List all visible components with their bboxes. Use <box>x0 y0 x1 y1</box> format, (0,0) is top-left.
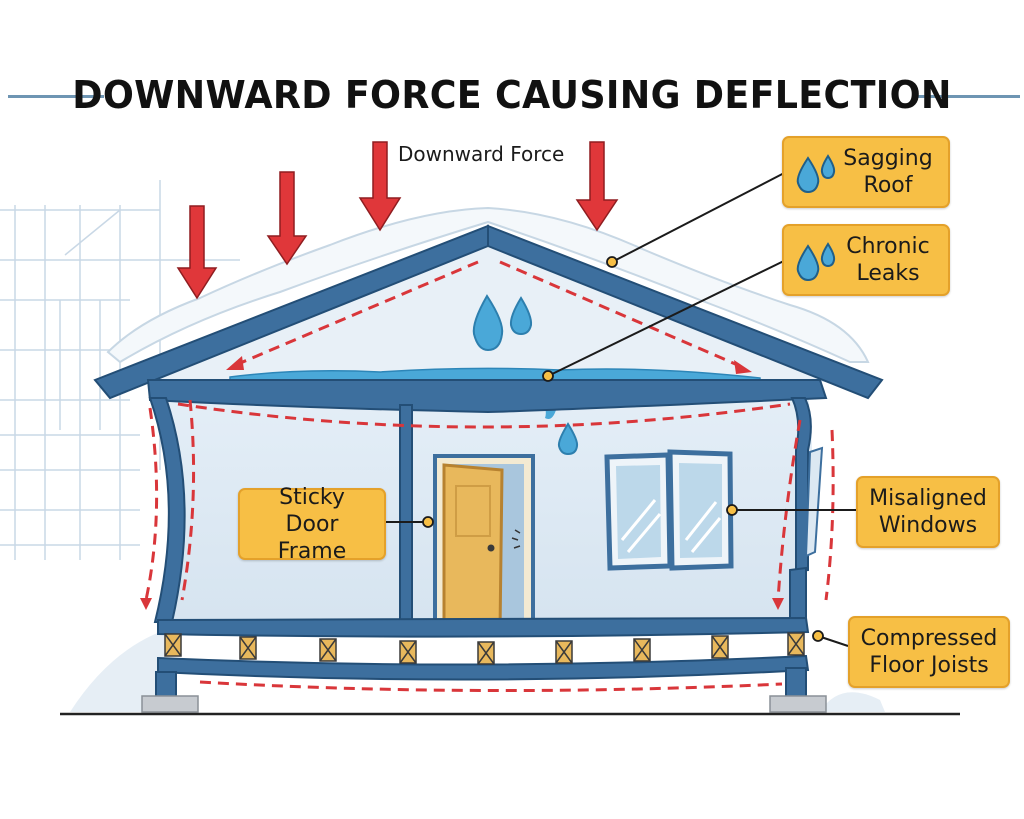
callout-label: Misaligned Windows <box>869 486 987 538</box>
roof-rafter-right <box>487 224 884 400</box>
callout-compressed-floor-joists: Compressed Floor Joists <box>848 616 1010 688</box>
callout-label: Compressed Floor Joists <box>860 626 998 678</box>
title-row: DOWNWARD FORCE CAUSING DEFLECTION <box>0 62 1024 132</box>
title-rule-right <box>914 95 1020 98</box>
right-wall-post-lower <box>789 566 807 623</box>
callout-label: Chronic Leaks <box>846 234 930 286</box>
ground-mound <box>70 630 165 712</box>
left-footing <box>141 695 199 713</box>
right-wall-crack-upper <box>804 446 824 558</box>
force-label: Downward Force <box>398 142 565 166</box>
callout-sticky-door-frame: Sticky Door Frame <box>238 485 386 564</box>
deflection-arrowheads <box>140 356 784 610</box>
right-pier <box>785 667 807 699</box>
down-arrow-icon <box>176 141 619 300</box>
callout-chronic-leaks: Chronic Leaks <box>782 224 950 296</box>
water-drops-icon <box>796 242 836 282</box>
floor-beam-bottom <box>157 654 810 681</box>
callout-misaligned-windows: Misaligned Windows <box>856 476 1000 548</box>
floor-joists <box>164 632 805 665</box>
callout-label: Sticky Door Frame <box>277 484 347 564</box>
windows <box>604 449 734 571</box>
door <box>433 454 535 636</box>
background-grid <box>0 180 240 560</box>
ground-mound-right <box>820 692 885 712</box>
page-title: DOWNWARD FORCE CAUSING DEFLECTION <box>72 73 952 117</box>
title-rule-left <box>8 95 104 98</box>
leader-dots <box>422 256 824 642</box>
right-footing <box>769 695 827 713</box>
leader-lines <box>382 169 856 647</box>
water-drops-icon <box>472 294 579 456</box>
left-pier <box>155 671 177 699</box>
roof-snow <box>106 206 870 364</box>
floor-beam-top <box>157 616 810 638</box>
water-drops-icon <box>796 154 836 194</box>
callout-sagging-roof: Sagging Roof <box>782 136 950 208</box>
callout-label: Sagging Roof <box>843 146 933 198</box>
ceiling-beam <box>146 379 828 414</box>
center-stud <box>399 404 413 628</box>
